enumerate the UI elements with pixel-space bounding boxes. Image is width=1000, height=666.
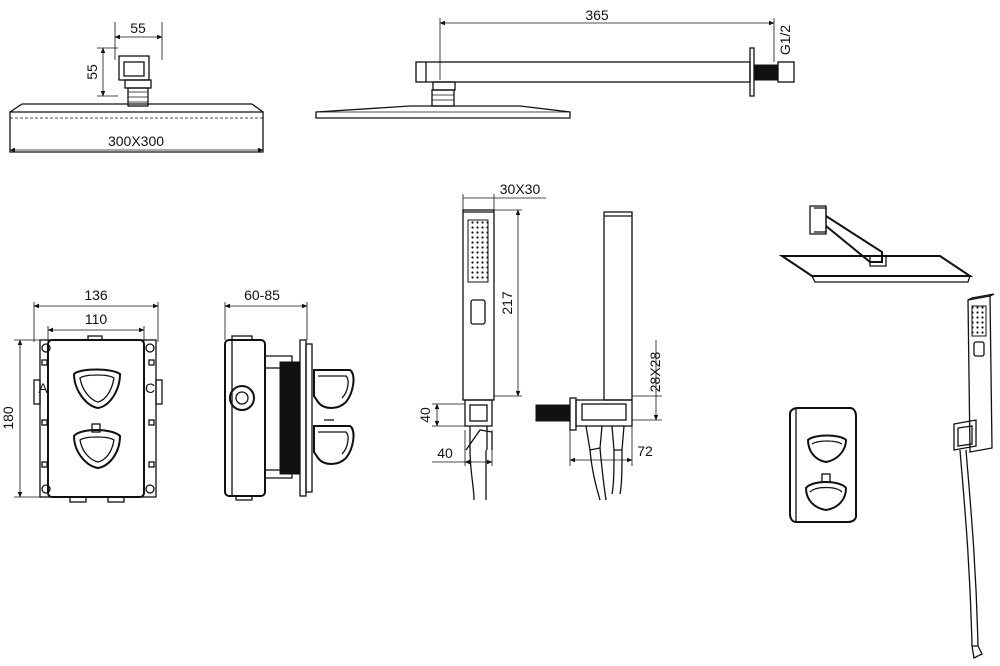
perspective-hand-shower — [953, 293, 995, 659]
perspective-valve-plate — [789, 407, 857, 523]
box-letter-right: C — [145, 380, 155, 396]
shower-arm-side-view: 365 G1/2 — [315, 7, 795, 119]
dim-arm-mount-height: 55 — [84, 64, 100, 80]
thermostatic-box-side-view: 60-85 — [224, 287, 355, 501]
dim-holder-width: 40 — [437, 445, 453, 461]
dim-holder-height: 40 — [417, 407, 433, 423]
dim-box-height: 180 — [0, 406, 16, 430]
box-letter-left: A — [38, 380, 48, 396]
dim-handset-length: 217 — [499, 291, 515, 315]
upper-knob-icon — [72, 368, 122, 410]
dim-arm-length: 365 — [585, 7, 609, 23]
thermostatic-box-front-view: 136 110 180 A C — [0, 287, 163, 503]
shower-head-front-view: 55 55 300X300 — [9, 20, 264, 153]
hand-shower-front-view: 30X30 217 40 40 — [417, 181, 546, 501]
plate-lower-knob-icon — [804, 473, 848, 512]
dim-box-inner-width: 110 — [85, 311, 108, 327]
dim-thread: G1/2 — [777, 25, 793, 56]
dim-box-outer-width: 136 — [84, 287, 108, 303]
perspective-shower-head — [778, 205, 974, 283]
lower-knob-icon — [72, 423, 122, 470]
dim-holder-section: 28X28 — [647, 352, 663, 393]
side-lower-knob-icon — [313, 419, 355, 465]
dim-handset-section: 30X30 — [500, 181, 541, 197]
dim-holder-projection: 72 — [637, 443, 653, 459]
dim-head-size: 300X300 — [108, 133, 164, 149]
side-upper-knob-icon — [313, 369, 355, 409]
dim-arm-mount-width: 55 — [130, 20, 146, 36]
dim-box-depth: 60-85 — [244, 287, 280, 303]
hand-shower-side-view: 28X28 72 — [535, 211, 663, 501]
plate-upper-knob-icon — [806, 434, 848, 464]
